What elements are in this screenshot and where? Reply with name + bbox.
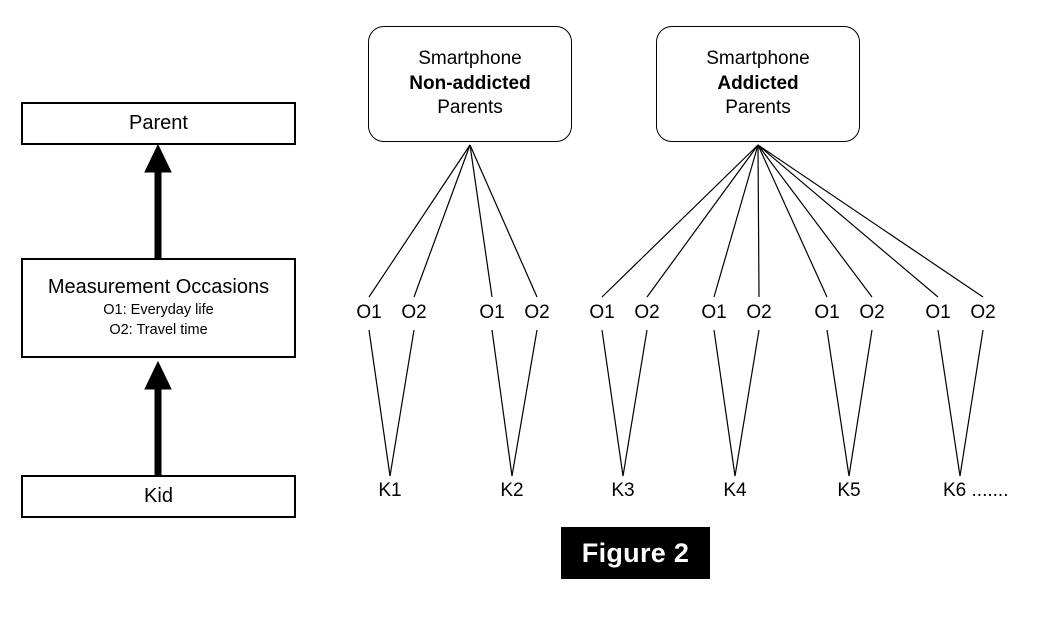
group-box-non-addicted-line-2: Non-addicted bbox=[409, 72, 531, 94]
kid-node-k2: K2 bbox=[500, 480, 524, 501]
level-box-measurement-occasions-subline-2: O2: Travel time bbox=[109, 321, 208, 338]
level-box-parent: Parent bbox=[21, 102, 296, 145]
level-box-measurement-occasions: Measurement Occasions O1: Everyday life … bbox=[21, 258, 296, 358]
kid-node-k6: K6 ....... bbox=[943, 480, 1009, 501]
occasion-node-8: O2 bbox=[746, 302, 772, 323]
occasion-node-2: O2 bbox=[401, 302, 427, 323]
occasion-node-5: O1 bbox=[589, 302, 615, 323]
group-box-addicted-line-1: Smartphone bbox=[706, 47, 810, 69]
level-box-kid-title: Kid bbox=[144, 485, 173, 507]
edges-addicted-group bbox=[601, 144, 984, 298]
occasion-node-7: O1 bbox=[701, 302, 727, 323]
kid-node-k4: K4 bbox=[723, 480, 747, 501]
figure-caption: Figure 2 bbox=[561, 527, 710, 579]
arrow-kid-to-measurement bbox=[144, 360, 172, 475]
edges-occasions-to-kids bbox=[368, 329, 984, 477]
occasion-node-3: O1 bbox=[479, 302, 505, 323]
group-box-addicted-line-3: Parents bbox=[725, 97, 791, 119]
occasion-node-11: O1 bbox=[925, 302, 951, 323]
group-box-non-addicted-line-3: Parents bbox=[437, 97, 503, 119]
arrow-measurement-to-parent bbox=[144, 143, 172, 258]
group-box-addicted-parents: Smartphone Addicted Parents bbox=[656, 26, 860, 142]
kid-node-k3: K3 bbox=[611, 480, 635, 501]
occasion-node-12: O2 bbox=[970, 302, 996, 323]
occasion-node-6: O2 bbox=[634, 302, 660, 323]
level-box-measurement-occasions-title: Measurement Occasions bbox=[47, 275, 270, 298]
level-box-kid: Kid bbox=[21, 475, 296, 518]
edges-nonaddicted-group bbox=[368, 144, 538, 298]
kid-node-k5: K5 bbox=[837, 480, 861, 501]
group-box-non-addicted-line-1: Smartphone bbox=[418, 47, 522, 69]
level-box-parent-title: Parent bbox=[129, 112, 188, 134]
occasion-node-1: O1 bbox=[356, 302, 382, 323]
occasion-node-9: O1 bbox=[814, 302, 840, 323]
kid-node-k1: K1 bbox=[378, 480, 402, 501]
group-box-addicted-line-2: Addicted bbox=[717, 72, 799, 94]
occasion-node-10: O2 bbox=[859, 302, 885, 323]
figure-caption-text: Figure 2 bbox=[581, 537, 690, 568]
level-box-measurement-occasions-subline-1: O1: Everyday life bbox=[103, 301, 214, 318]
group-box-non-addicted-parents: Smartphone Non-addicted Parents bbox=[368, 26, 572, 142]
occasion-node-4: O2 bbox=[524, 302, 550, 323]
